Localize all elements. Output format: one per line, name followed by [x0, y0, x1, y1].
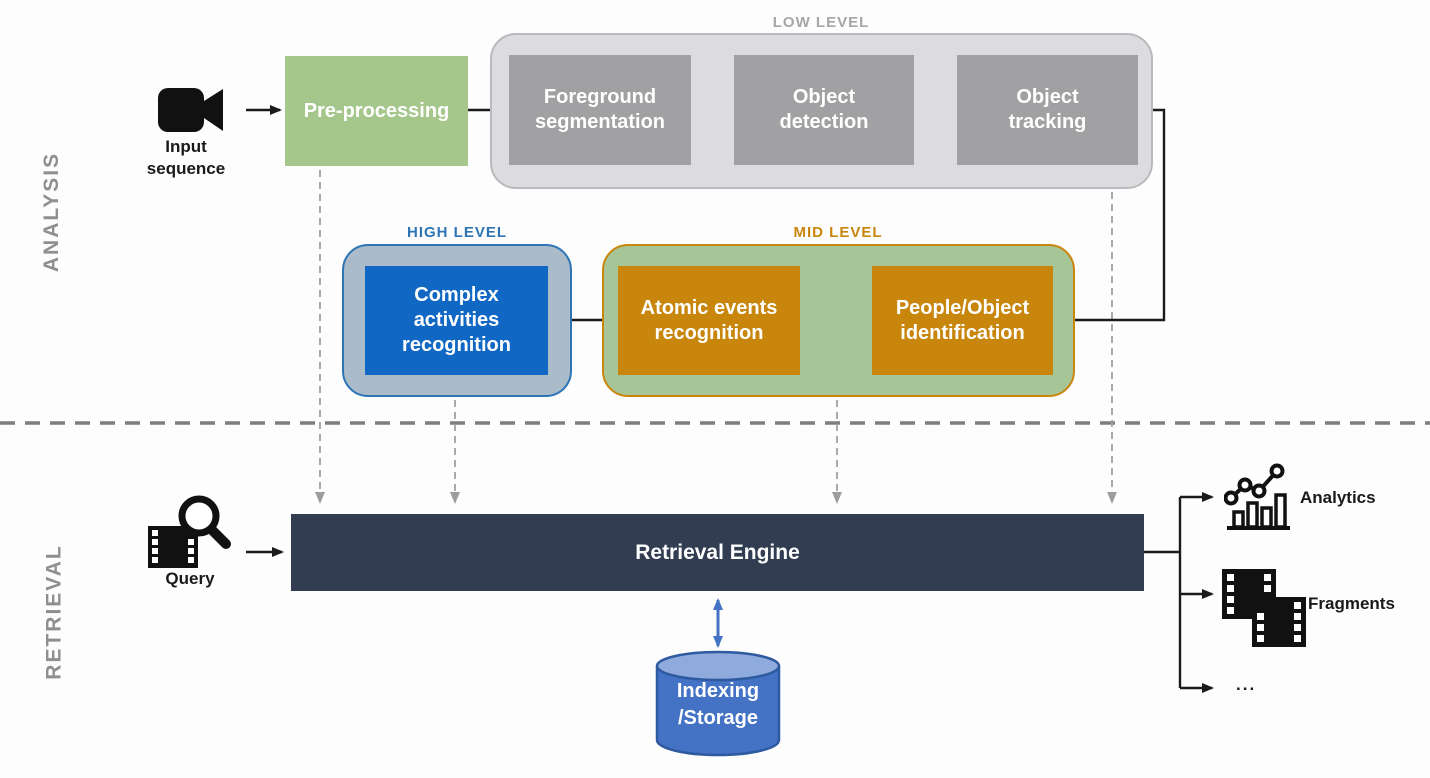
film-search-icon — [142, 492, 236, 579]
video-camera-icon — [157, 85, 225, 140]
fragments-label: Fragments — [1308, 594, 1395, 613]
node-atomic-events-recognition: Atomic events recognition — [618, 266, 800, 375]
node-retrieval-engine: Retrieval Engine — [291, 514, 1144, 591]
film-fragments-icon — [1217, 566, 1307, 657]
high-level-group-label: HIGH LEVEL — [406, 224, 508, 241]
analytics-chart-icon — [1223, 460, 1294, 537]
retrieval-engine-label: Retrieval Engine — [635, 540, 800, 564]
mid-level-group-label: MID LEVEL — [793, 224, 883, 241]
database-cylinder-icon — [653, 648, 783, 769]
retrieval-section-label: RETRIEVAL — [42, 544, 66, 680]
node-complex-activities-recognition: Complex activities recognition — [365, 266, 548, 375]
input-sequence-label: Input sequence — [146, 137, 226, 179]
node-people-object-identification: People/Object identification — [872, 266, 1053, 375]
analytics-label: Analytics — [1300, 488, 1376, 507]
query-label: Query — [165, 569, 215, 588]
analysis-section-label: ANALYSIS — [40, 151, 64, 273]
node-foreground-segmentation: Foreground segmentation — [509, 55, 691, 165]
ellipsis-output-label: ... — [1236, 675, 1257, 694]
node-preprocessing: Pre-processing — [285, 56, 468, 166]
low-level-group-label: LOW LEVEL — [772, 14, 870, 31]
indexing-storage-label: Indexing /Storage — [676, 680, 760, 729]
node-object-tracking: Object tracking — [957, 55, 1138, 165]
node-object-detection: Object detection — [734, 55, 914, 165]
